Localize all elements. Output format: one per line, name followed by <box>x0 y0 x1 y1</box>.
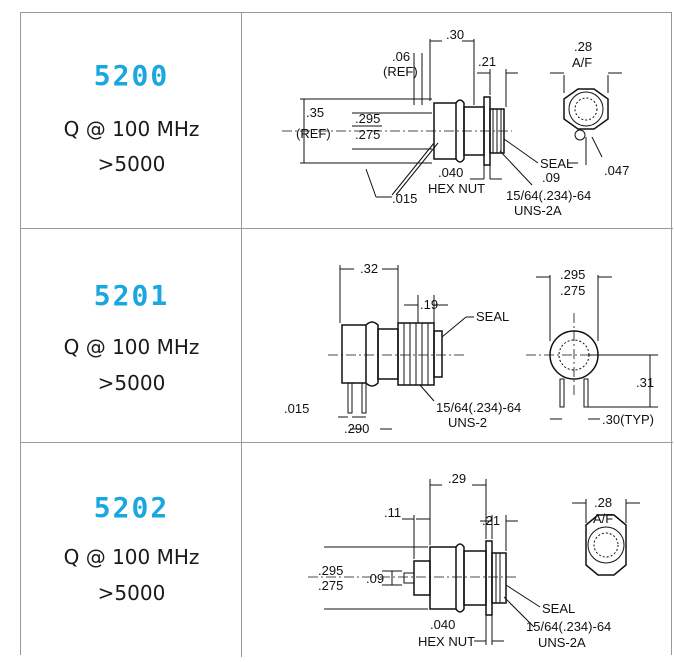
part-number: 5201 <box>93 279 170 312</box>
q-spec-value: >5000 <box>97 152 166 176</box>
dim-label: SEAL <box>540 156 573 171</box>
dim-label: .040 <box>430 617 455 632</box>
dim-label: .09 <box>366 571 384 586</box>
dim-label: 15/64(.234)-64 <box>526 619 611 634</box>
dim-label: .015 <box>392 191 417 206</box>
dim-label: .06 <box>392 49 410 64</box>
dim-label: .275 <box>318 578 343 593</box>
dim-label: HEX NUT <box>418 634 475 649</box>
spec-table: 5200 Q @ 100 MHz >5000 <box>20 12 673 657</box>
dim-label: .015 <box>284 401 309 416</box>
drawing-cell: .32 .19 SEAL .295 .275 .31 .015 .290 15/… <box>242 229 672 442</box>
dim-label: .275 <box>355 127 380 142</box>
dim-label: .19 <box>420 297 438 312</box>
dim-label: .295 <box>560 267 585 282</box>
dim-label: .21 <box>482 513 500 528</box>
dim-label: 15/64(.234)-64 <box>506 188 591 203</box>
drawing-cell: .30 .06 (REF) .21 .28 A/F .35 (REF) .295… <box>242 13 672 228</box>
drawing-cell: .29 .11 .21 .28 A/F .295 .275 .09 SEAL .… <box>242 443 672 657</box>
table-row-5202: 5202 Q @ 100 MHz >5000 <box>21 443 673 657</box>
table-row-5201: 5201 Q @ 100 MHz >5000 <box>21 229 673 443</box>
dim-label: .21 <box>478 54 496 69</box>
dim-label: 15/64(.234)-64 <box>436 400 521 415</box>
technical-drawing-5200: .30 .06 (REF) .21 .28 A/F .35 (REF) .295… <box>282 27 629 218</box>
dim-label: HEX NUT <box>428 181 485 196</box>
q-spec-label: Q @ 100 MHz <box>63 117 200 141</box>
part-info-cell: 5200 Q @ 100 MHz >5000 <box>21 13 242 228</box>
dim-label: .30 <box>446 27 464 42</box>
dim-label: .35 <box>306 105 324 120</box>
dim-label: UNS-2A <box>514 203 562 218</box>
dim-label: .295 <box>355 111 380 126</box>
dim-label: UNS-2 <box>448 415 487 430</box>
part-number: 5200 <box>93 59 170 92</box>
dim-label: .09 <box>542 170 560 185</box>
technical-drawing-5202: .29 .11 .21 .28 A/F .295 .275 .09 SEAL .… <box>308 471 640 650</box>
dim-label: .29 <box>448 471 466 486</box>
q-spec-label: Q @ 100 MHz <box>63 545 200 569</box>
dim-label: A/F <box>572 55 592 70</box>
dim-label: .047 <box>604 163 629 178</box>
part-info-cell: 5201 Q @ 100 MHz >5000 <box>21 229 242 442</box>
dim-label: .30(TYP) <box>602 412 654 427</box>
q-spec-label: Q @ 100 MHz <box>63 335 200 359</box>
q-spec-value: >5000 <box>97 581 166 605</box>
dim-label: (REF) <box>383 64 418 79</box>
dim-label: .11 <box>384 505 401 520</box>
dim-label: A/F <box>593 511 613 526</box>
dim-label: .32 <box>360 261 378 276</box>
part-info-cell: 5202 Q @ 100 MHz >5000 <box>21 443 242 657</box>
dim-label: (REF) <box>296 126 331 141</box>
dim-label: .28 <box>574 39 592 54</box>
dim-label: .28 <box>594 495 612 510</box>
q-spec-value: >5000 <box>97 371 166 395</box>
dim-label: UNS-2A <box>538 635 586 650</box>
dim-label: .275 <box>560 283 585 298</box>
dim-label: .290 <box>344 421 369 436</box>
dim-label: .31 <box>636 375 654 390</box>
technical-drawing-5201: .32 .19 SEAL .295 .275 .31 .015 .290 15/… <box>284 261 658 436</box>
dim-label: SEAL <box>476 309 509 324</box>
dim-label: .295 <box>318 563 343 578</box>
table-row-5200: 5200 Q @ 100 MHz >5000 <box>21 13 673 229</box>
dim-label: SEAL <box>542 601 575 616</box>
part-number: 5202 <box>93 491 170 524</box>
dim-label: .040 <box>438 165 463 180</box>
